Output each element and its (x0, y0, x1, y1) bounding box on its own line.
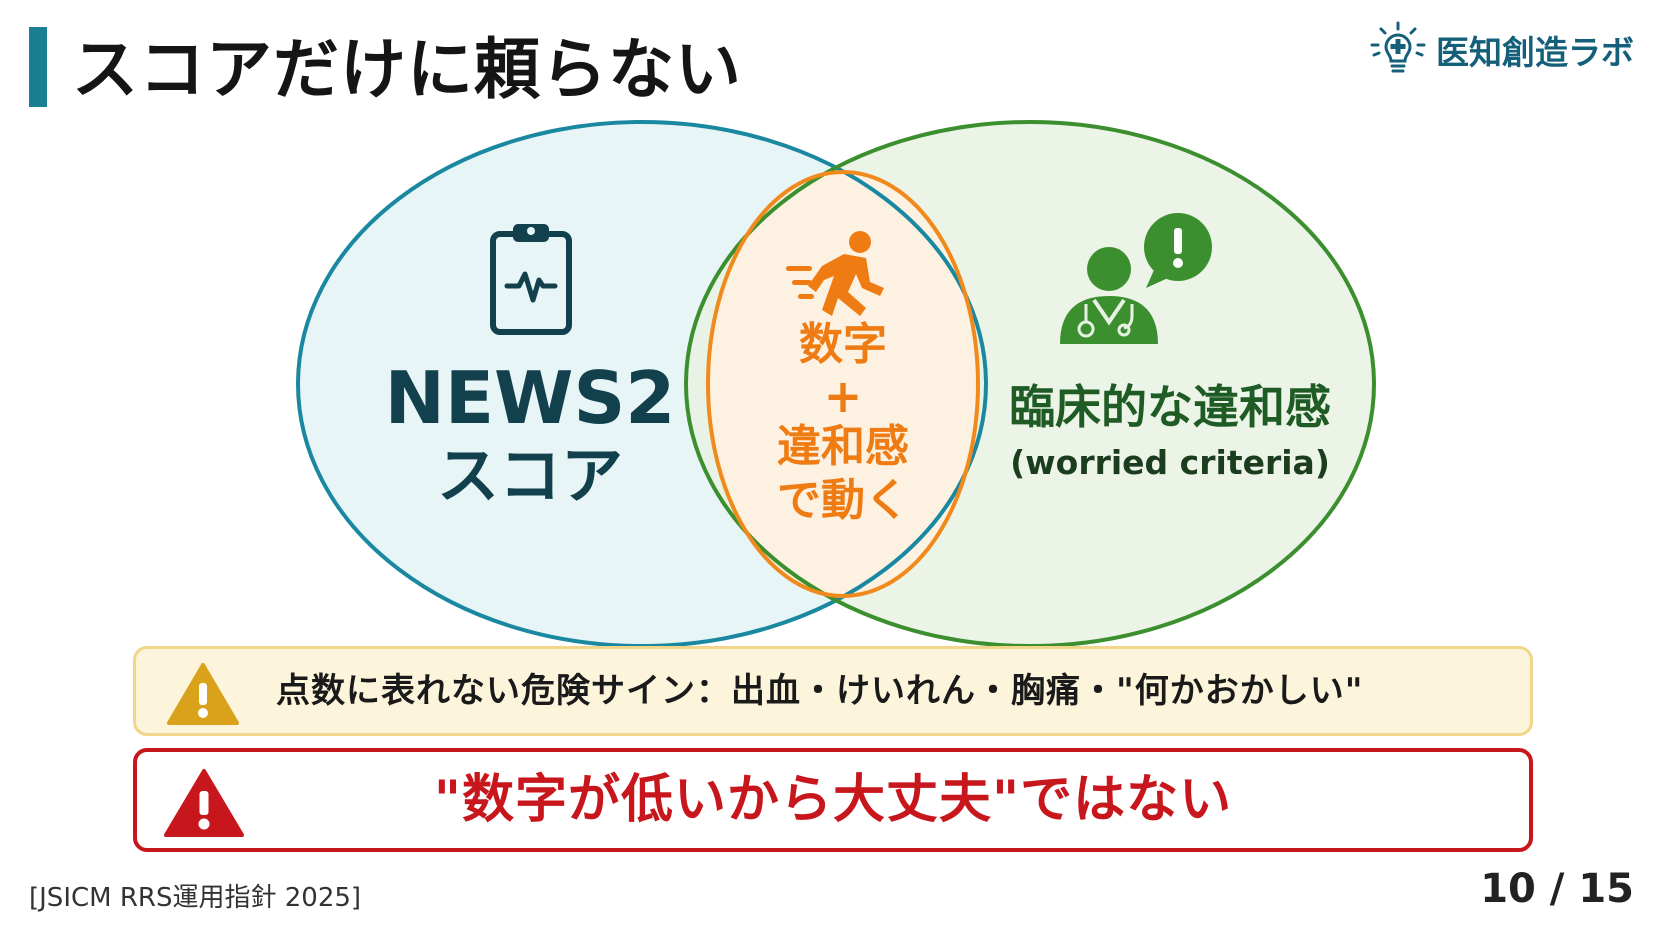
title-accent-bar (29, 27, 47, 107)
overlap-line1: 数字 (799, 319, 887, 370)
caution-text: 点数に表れない危険サイン：出血・けいれん・胸痛・"何かおかしい" (276, 671, 1364, 711)
doctor-alert-icon (1060, 213, 1212, 344)
source-citation: [JSICM RRS運用指針 2025] (29, 883, 362, 913)
overlap-line4: で動く (777, 475, 909, 526)
clinical-concern-label: 臨床的な違和感 (worried criteria) (980, 376, 1360, 488)
brand-name: 医知創造ラボ (1436, 33, 1634, 72)
brand-logo: 医知創造ラボ (1364, 21, 1634, 78)
clipboard-heartbeat-icon (490, 224, 572, 335)
warning-triangle-icon (167, 663, 239, 725)
news2-label: NEWS2 スコア (350, 358, 710, 514)
clinical-concern-subtitle: (worried criteria) (1010, 443, 1330, 482)
overlap-line3: 違和感 (777, 421, 909, 472)
page-number: 10 / 15 (1480, 866, 1634, 912)
caution-banner: 点数に表れない危険サイン：出血・けいれん・胸痛・"何かおかしい" (133, 646, 1533, 736)
news2-subtitle: スコア (436, 439, 623, 512)
overlap-region (708, 172, 978, 596)
clinical-concern-title: 臨床的な違和感 (1009, 380, 1331, 434)
page-title: スコアだけに頼らない (72, 31, 742, 108)
danger-text: "数字が低いから大丈夫"ではない (433, 770, 1233, 830)
lightbulb-medical-cross-icon (1370, 21, 1426, 73)
overlap-plus: + (823, 369, 863, 423)
news2-title: NEWS2 (384, 356, 676, 440)
overlap-label: 数字 + 違和感 で動く (740, 318, 946, 528)
danger-triangle-icon (164, 769, 244, 837)
running-person-icon (786, 231, 884, 316)
danger-banner: "数字が低いから大丈夫"ではない (133, 748, 1533, 852)
